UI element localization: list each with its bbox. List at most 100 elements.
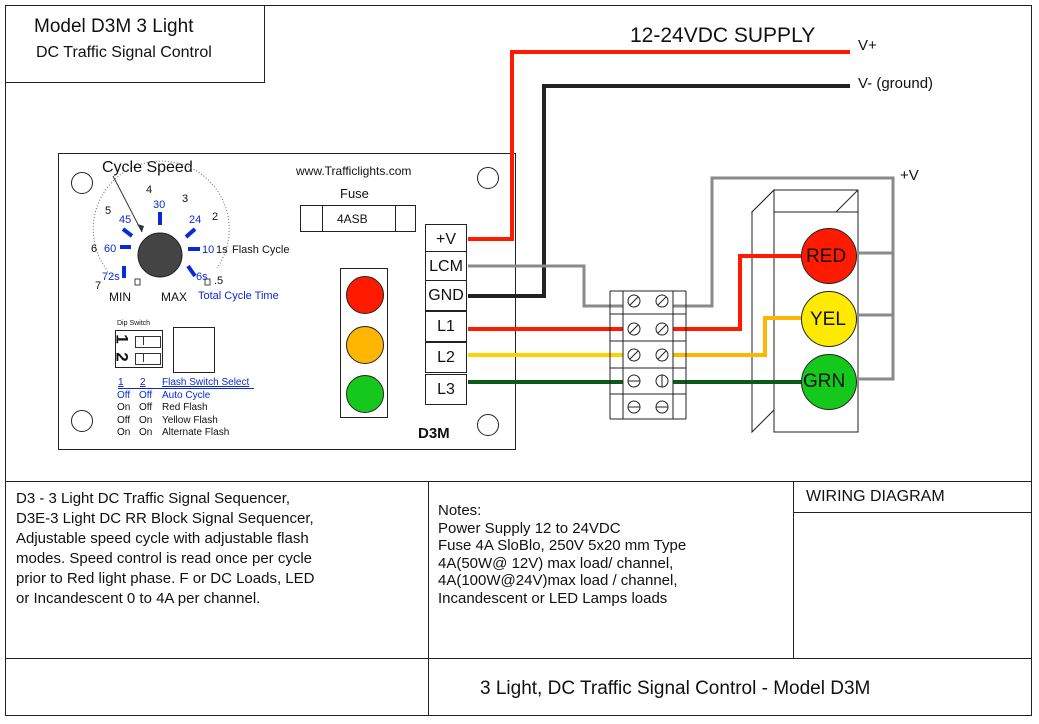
notes-block: Notes: Power Supply 12 to 24VDC Fuse 4A … bbox=[438, 502, 686, 607]
signal-red-lamp bbox=[801, 228, 857, 284]
switch-row-1-s2: Off bbox=[139, 390, 153, 401]
fuse-value: 4ASB bbox=[337, 212, 368, 226]
website-label: www.Trafficlights.com bbox=[296, 164, 412, 178]
switch-header-1: 1 bbox=[118, 377, 124, 388]
notes-line: Power Supply 12 to 24VDC bbox=[438, 519, 621, 537]
dip-toggle-1[interactable] bbox=[135, 336, 161, 348]
switch-row-4-mode: Alternate Flash bbox=[162, 427, 230, 438]
dip-switch[interactable]: 1 2 bbox=[113, 330, 163, 368]
dial-outer-6: 6 bbox=[91, 243, 98, 255]
terminal-l1: L1 bbox=[425, 311, 467, 342]
board-component-square bbox=[173, 327, 215, 373]
terminal-gnd: GND bbox=[425, 280, 467, 311]
terminal-plusv: +V bbox=[425, 224, 467, 255]
col-divider-1 bbox=[428, 481, 429, 716]
description-line: modes. Speed control is read once per cy… bbox=[16, 550, 312, 567]
dial-outer-3: 3 bbox=[182, 193, 189, 205]
max-label: MAX bbox=[161, 290, 188, 304]
notes-line: Notes: bbox=[438, 502, 482, 519]
dip-toggle-2[interactable] bbox=[135, 353, 161, 365]
fuse-cap-right bbox=[395, 205, 396, 232]
dial-inner-10: 10 bbox=[202, 244, 215, 256]
bottom-divider bbox=[5, 481, 1032, 482]
description-line: prior to Red light phase. F or DC Loads,… bbox=[16, 570, 315, 587]
vminus-label: V- (ground) bbox=[858, 75, 934, 92]
switch-row-3-s1: Off bbox=[117, 415, 131, 426]
switch-row-2-s2: Off bbox=[139, 402, 153, 413]
notes-line: 4A(100W@24V)max load / channel, bbox=[438, 572, 678, 589]
switch-row-2-mode: Red Flash bbox=[162, 402, 208, 413]
description-line: or Incandescent 0 to 4A per channel. bbox=[16, 590, 261, 607]
wire-l1-signal bbox=[673, 254, 805, 331]
supply-label: 12-24VDC SUPPLY bbox=[630, 24, 816, 47]
dial-outer-7: 7 bbox=[95, 280, 102, 292]
terminal-lcm: LCM bbox=[425, 251, 467, 282]
board-red-lamp bbox=[346, 276, 384, 314]
dial-inner-60: 60 bbox=[104, 243, 117, 255]
mount-hole-tl bbox=[71, 172, 93, 194]
board-model-label: D3M bbox=[418, 425, 450, 442]
dial-outer-5: 5 bbox=[105, 205, 112, 217]
dial-end: .5 bbox=[214, 275, 224, 287]
switch-header-2: 2 bbox=[140, 377, 146, 388]
board-green-lamp bbox=[346, 375, 384, 413]
notes-line: 4A(50W@ 12V) max load/ channel, bbox=[438, 554, 674, 572]
footer-divider bbox=[5, 658, 1032, 659]
total-cycle-label: Total Cycle Time bbox=[198, 290, 279, 302]
fuse-label: Fuse bbox=[340, 186, 369, 201]
dial-inner-6s: 6s bbox=[196, 271, 208, 283]
title-line-2: DC Traffic Signal Control bbox=[36, 44, 212, 61]
speed-knob bbox=[137, 232, 183, 278]
terminal-l3: L3 bbox=[425, 374, 467, 405]
notes-line: Incandescent or LED Lamps loads bbox=[438, 589, 668, 607]
fuse-holder bbox=[300, 205, 416, 232]
cycle-speed-label: Cycle Speed bbox=[102, 159, 193, 176]
title-line-1: Model D3M 3 Light bbox=[34, 16, 194, 37]
dial-inner-45: 45 bbox=[119, 214, 132, 226]
dial-outer-2: 2 bbox=[212, 211, 219, 223]
terminal-strip bbox=[609, 290, 687, 420]
min-label: MIN bbox=[109, 290, 131, 304]
wire-vminus bbox=[468, 84, 850, 298]
mount-hole-tr bbox=[477, 167, 499, 189]
signal-green-label: GRN bbox=[803, 371, 846, 392]
description-block: D3 - 3 Light DC Traffic Signal Sequencer… bbox=[16, 489, 314, 609]
vplus-label: V+ bbox=[858, 37, 877, 54]
mount-hole-bl bbox=[71, 410, 93, 432]
footer-title: 3 Light, DC Traffic Signal Control - Mod… bbox=[480, 678, 871, 699]
description-line: D3 - 3 Light DC Traffic Signal Sequencer… bbox=[16, 490, 291, 507]
switch-row-4-s2: On bbox=[139, 427, 153, 438]
wire-l2-signal bbox=[673, 316, 805, 357]
dial-inner-24: 24 bbox=[189, 214, 202, 226]
wiring-diagram-divider bbox=[793, 512, 1032, 513]
switch-header-title: Flash Switch Select bbox=[162, 377, 250, 388]
dial-inner-72s: 72s bbox=[102, 271, 120, 283]
dial-ticks bbox=[120, 212, 200, 278]
dial-inner-30: 30 bbox=[153, 199, 166, 211]
signal-yellow-lamp bbox=[801, 291, 857, 347]
fuse-cap-left bbox=[322, 205, 323, 232]
plusv-label: +V bbox=[900, 167, 919, 184]
dial-outer-4: 4 bbox=[146, 184, 153, 196]
dip-switch-label: Dip Switch bbox=[117, 320, 151, 327]
signal-red-label: RED bbox=[806, 246, 847, 267]
switch-row-4-s1: On bbox=[117, 427, 131, 438]
dial-outer-1s: 1s bbox=[216, 244, 228, 256]
switch-row-1-mode: Auto Cycle bbox=[162, 390, 211, 401]
description-line: D3E-3 Light DC RR Block Signal Sequencer… bbox=[16, 510, 314, 527]
dial-outer-arc bbox=[92, 160, 230, 277]
wire-lcm bbox=[468, 176, 895, 381]
title-block: Model D3M 3 Light DC Traffic Signal Cont… bbox=[5, 5, 265, 83]
notes-line: Fuse 4A SloBlo, 250V 5x20 mm Type bbox=[438, 537, 687, 554]
switch-row-2-s1: On bbox=[117, 402, 131, 413]
switch-row-3-s2: On bbox=[139, 415, 153, 426]
wire-vplus bbox=[468, 50, 850, 241]
signal-green-lamp bbox=[801, 354, 857, 410]
switch-row-1-s1: Off bbox=[117, 390, 131, 401]
col-divider-2 bbox=[793, 481, 794, 658]
cycle-speed-arrow bbox=[112, 175, 143, 233]
flash-cycle-label: Flash Cycle bbox=[232, 244, 290, 256]
mount-hole-br bbox=[477, 414, 499, 436]
